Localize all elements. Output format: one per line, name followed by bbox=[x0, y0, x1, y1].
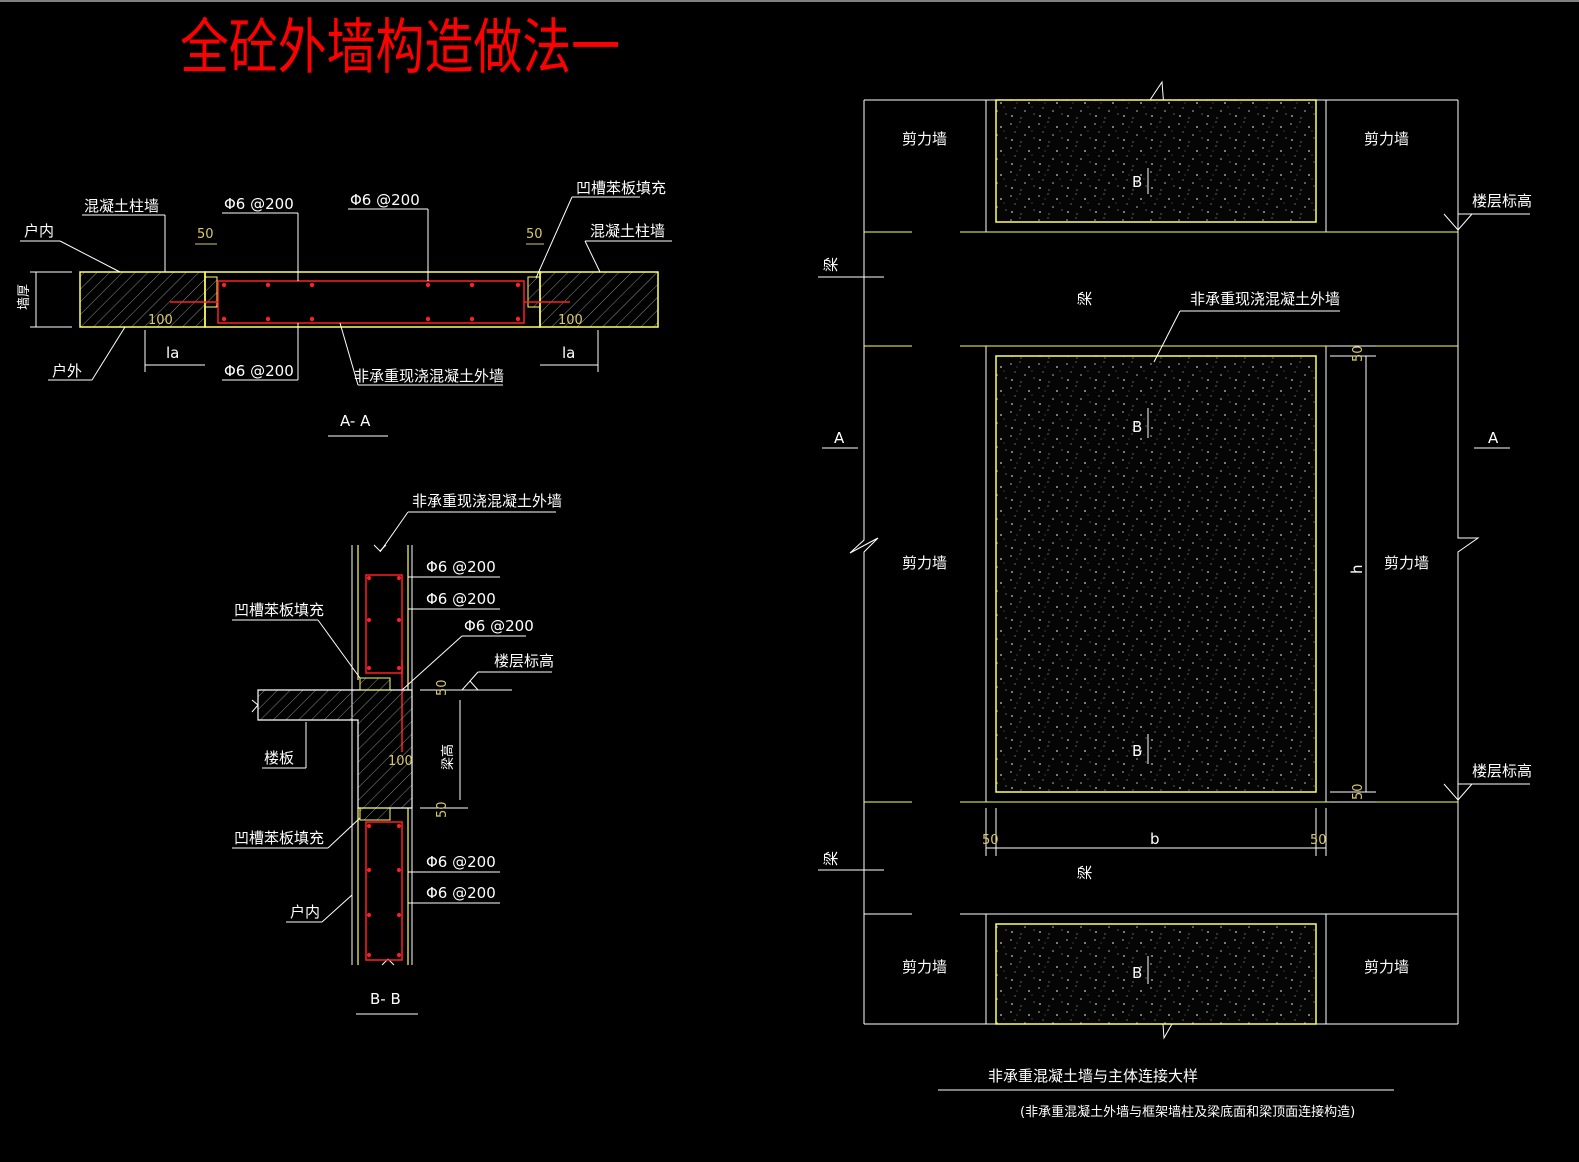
bb-rebar-1: Φ6 @200 bbox=[426, 558, 496, 576]
aa-rebar-top-mid: Φ6 @200 bbox=[350, 191, 420, 209]
bb-rebar-3: Φ6 @200 bbox=[464, 617, 534, 635]
aa-dim-100-right: 100 bbox=[558, 313, 583, 328]
bb-groove-bottom: 凹槽苯板填充 bbox=[234, 829, 324, 847]
aa-interior-label: 户内 bbox=[24, 222, 54, 240]
elev-dim-50-right: 50 bbox=[1310, 833, 1327, 848]
bb-slab-label: 楼板 bbox=[264, 749, 294, 767]
aa-dim-50-left: 50 bbox=[197, 227, 214, 242]
bb-dim-50-top: 50 bbox=[435, 679, 450, 696]
elev-beam-top-mid: 梁 bbox=[1076, 291, 1094, 306]
bb-rebar-4: Φ6 @200 bbox=[426, 853, 496, 871]
aa-rebar-top-left: Φ6 @200 bbox=[224, 195, 294, 213]
bb-beam-height: 梁高 bbox=[440, 744, 456, 770]
bb-floor-level: 楼层标高 bbox=[494, 652, 554, 670]
section-aa bbox=[20, 196, 672, 437]
elev-cut-b-2: B bbox=[1132, 418, 1142, 436]
elev-caption-main: 非承重混凝土墙与主体连接大样 bbox=[988, 1067, 1198, 1085]
bb-dim-50-bottom: 50 bbox=[435, 801, 450, 818]
elev-dim-h: h bbox=[1348, 564, 1366, 574]
elev-shear-wall-mr: 剪力墙 bbox=[1384, 554, 1429, 572]
aa-rebar-bottom: Φ6 @200 bbox=[224, 362, 294, 380]
aa-thickness-label: 墙厚 bbox=[17, 284, 32, 310]
elev-shear-wall-tr: 剪力墙 bbox=[1364, 130, 1409, 148]
aa-wall-label: 非承重现浇混凝土外墙 bbox=[354, 367, 504, 385]
bb-rebar-2: Φ6 @200 bbox=[426, 590, 496, 608]
bb-groove-top: 凹槽苯板填充 bbox=[234, 601, 324, 619]
aa-column-wall-right: 混凝土柱墙 bbox=[590, 222, 665, 240]
aa-section-name: A- A bbox=[340, 412, 371, 430]
elev-dim-50-bottom: 50 bbox=[1351, 783, 1366, 800]
elev-dim-50-top: 50 bbox=[1351, 345, 1366, 362]
elev-dim-b: b bbox=[1150, 830, 1160, 848]
elev-shear-wall-br: 剪力墙 bbox=[1364, 958, 1409, 976]
elev-dim-50-left: 50 bbox=[982, 833, 999, 848]
bb-rebar-5: Φ6 @200 bbox=[426, 884, 496, 902]
elev-floor-level-bottom: 楼层标高 bbox=[1472, 762, 1532, 780]
drawing-title: 全砼外墙构造做法一 bbox=[180, 13, 620, 83]
bb-section-name: B- B bbox=[370, 990, 401, 1008]
elev-shear-wall-tl: 剪力墙 bbox=[902, 130, 947, 148]
elev-shear-wall-bl: 剪力墙 bbox=[902, 958, 947, 976]
elev-wall-label: 非承重现浇混凝土外墙 bbox=[1190, 290, 1340, 308]
aa-dim-50-right: 50 bbox=[526, 227, 543, 242]
bb-dim-100: 100 bbox=[388, 754, 413, 769]
aa-exterior-label: 户外 bbox=[52, 362, 82, 380]
elev-beam-top-left: 梁 bbox=[822, 257, 840, 272]
elev-cut-b-3: B bbox=[1132, 742, 1142, 760]
elev-floor-level-top: 楼层标高 bbox=[1472, 192, 1532, 210]
elev-cut-b-1: B bbox=[1132, 173, 1142, 191]
elev-beam-bottom-left: 梁 bbox=[822, 851, 840, 866]
elev-cut-b-4: B bbox=[1132, 964, 1142, 982]
elev-caption-sub: (非承重混凝土外墙与框架墙柱及梁底面和梁顶面连接构造) bbox=[1020, 1104, 1355, 1120]
aa-column-wall-left: 混凝土柱墙 bbox=[84, 197, 159, 215]
elev-cut-a-right: A bbox=[1488, 429, 1499, 447]
elev-shear-wall-ml: 剪力墙 bbox=[902, 554, 947, 572]
elevation-view bbox=[818, 80, 1530, 1091]
bb-interior-label: 户内 bbox=[290, 903, 320, 921]
elev-cut-a-left: A bbox=[834, 429, 845, 447]
aa-la-right: la bbox=[562, 344, 575, 362]
section-bb bbox=[232, 511, 556, 1015]
aa-groove-fill-label: 凹槽苯板填充 bbox=[576, 179, 666, 197]
aa-dim-100-left: 100 bbox=[148, 313, 173, 328]
elev-beam-bottom-mid: 梁 bbox=[1076, 865, 1094, 880]
bb-wall-label: 非承重现浇混凝土外墙 bbox=[412, 492, 562, 510]
aa-la-left: la bbox=[166, 344, 179, 362]
